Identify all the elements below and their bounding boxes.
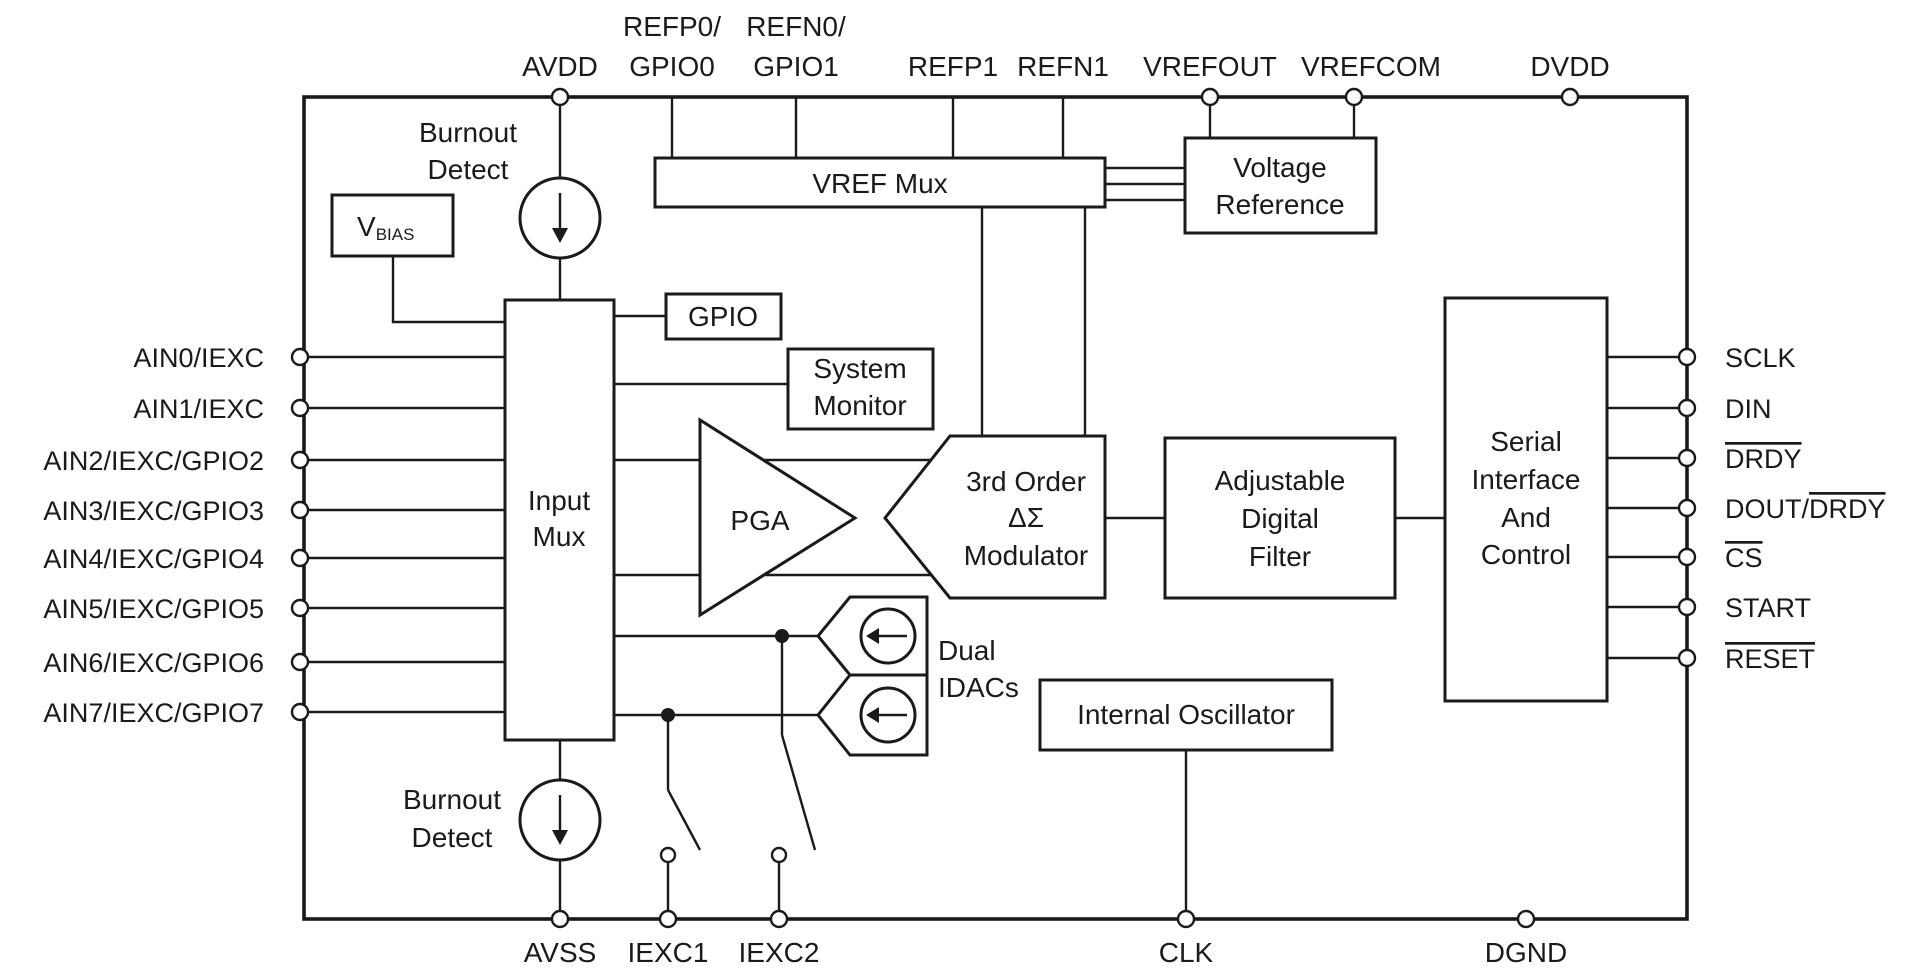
pin-drdy: DRDY	[1725, 444, 1802, 474]
pin-cs: CS	[1725, 543, 1763, 573]
pin-dvdd: DVDD	[1530, 51, 1609, 82]
dual-idacs-line1: Dual	[938, 635, 996, 666]
pin-iexc1: IEXC1	[628, 937, 709, 968]
pin-clk: CLK	[1159, 937, 1214, 968]
junction-dot	[775, 629, 789, 643]
svg-text:DOUT/DRDY: DOUT/DRDY	[1725, 494, 1886, 524]
pin-ain7: AIN7/IEXC/GPIO7	[43, 698, 264, 728]
bottom-pin-labels: AVSS IEXC1 IEXC2 CLK DGND	[524, 937, 1568, 968]
vref-mux-block: VREF Mux	[653, 156, 1107, 209]
system-monitor-line2: Monitor	[813, 390, 906, 421]
top-pin-labels: AVDD REFP0/ GPIO0 REFN0/ GPIO1 REFP1 REF…	[522, 11, 1610, 82]
modulator-block: 3rd Order ΔΣ Modulator	[883, 434, 1107, 600]
pin-ain5: AIN5/IEXC/GPIO5	[43, 594, 264, 624]
gpio-label: GPIO	[688, 301, 758, 332]
pin-markers	[290, 87, 1697, 929]
pin-dout-drdy: DRDY	[1809, 494, 1886, 524]
serial-interface-line1: Serial	[1490, 426, 1562, 457]
pin-ain6: AIN6/IEXC/GPIO6	[43, 648, 264, 678]
vref-mux-label: VREF Mux	[812, 168, 947, 199]
junction-dot	[661, 708, 675, 722]
digital-filter-line1: Adjustable	[1215, 465, 1346, 496]
pin-refp0-line1: REFP0/	[623, 11, 721, 42]
pga-block: PGA	[698, 417, 858, 618]
digital-filter-block: Adjustable Digital Filter	[1163, 436, 1397, 600]
pin-refn0-line1: REFN0/	[746, 11, 846, 42]
pin-dgnd: DGND	[1485, 937, 1567, 968]
digital-filter-line2: Digital	[1241, 503, 1319, 534]
dual-idacs-line2: IDACs	[938, 672, 1019, 703]
pin-dout: DOUT/	[1725, 494, 1809, 524]
serial-interface-line4: Control	[1481, 539, 1571, 570]
dual-idacs-block: Dual IDACs	[816, 595, 1019, 757]
pin-refn1: REFN1	[1017, 51, 1109, 82]
pin-din: DIN	[1725, 394, 1772, 424]
burnout-bottom-line2: Detect	[412, 822, 493, 853]
vbias-label: V	[357, 211, 376, 242]
burnout-detect-top: Burnout Detect	[419, 117, 602, 260]
svg-text:VBIAS: VBIAS	[357, 211, 414, 244]
pin-refp0-line2: GPIO0	[629, 51, 715, 82]
gpio-block: GPIO	[664, 292, 783, 341]
modulator-line3: Modulator	[964, 540, 1089, 571]
input-mux-line1: Input	[528, 485, 590, 516]
voltage-reference-line1: Voltage	[1233, 152, 1326, 183]
system-monitor-block: System Monitor	[786, 347, 935, 431]
pin-avss: AVSS	[524, 937, 597, 968]
burnout-top-line2: Detect	[428, 154, 509, 185]
burnout-detect-bottom: Burnout Detect	[403, 778, 602, 862]
pin-refn0-line2: GPIO1	[753, 51, 839, 82]
digital-filter-line3: Filter	[1249, 541, 1311, 572]
modulator-line2: ΔΣ	[1008, 502, 1044, 533]
serial-interface-line3: And	[1501, 502, 1551, 533]
vbias-subscript: BIAS	[376, 225, 415, 244]
serial-interface-line2: Interface	[1472, 464, 1581, 495]
pin-ain1: AIN1/IEXC	[133, 394, 264, 424]
pin-reset: RESET	[1725, 644, 1815, 674]
pin-start: START	[1725, 593, 1811, 623]
system-monitor-line1: System	[813, 353, 906, 384]
pin-sclk: SCLK	[1725, 343, 1796, 373]
serial-interface-block: Serial Interface And Control	[1443, 296, 1609, 703]
pin-iexc2: IEXC2	[739, 937, 820, 968]
voltage-reference-line2: Reference	[1215, 189, 1344, 220]
pin-vrefcom: VREFCOM	[1301, 51, 1441, 82]
pga-label: PGA	[730, 505, 789, 536]
burnout-top-line1: Burnout	[419, 117, 517, 148]
input-mux-block: Input Mux	[503, 298, 616, 742]
pin-avdd: AVDD	[522, 51, 598, 82]
pin-vrefout: VREFOUT	[1143, 51, 1277, 82]
input-mux-line2: Mux	[533, 521, 586, 552]
pin-ain2: AIN2/IEXC/GPIO2	[43, 446, 264, 476]
internal-oscillator-block: Internal Oscillator	[1038, 678, 1334, 752]
pin-ain3: AIN3/IEXC/GPIO3	[43, 496, 264, 526]
internal-oscillator-label: Internal Oscillator	[1077, 699, 1295, 730]
pin-ain4: AIN4/IEXC/GPIO4	[43, 544, 264, 574]
vbias-block: VBIAS	[330, 193, 455, 258]
left-pin-labels: AIN0/IEXC AIN1/IEXC AIN2/IEXC/GPIO2 AIN3…	[43, 343, 264, 728]
pin-ain0: AIN0/IEXC	[133, 343, 264, 373]
right-pin-labels: SCLK DIN DRDY DOUT/DRDY CS START RESET	[1725, 343, 1886, 674]
voltage-reference-block: Voltage Reference	[1183, 136, 1378, 235]
pin-refp1: REFP1	[908, 51, 998, 82]
burnout-bottom-line1: Burnout	[403, 784, 501, 815]
modulator-line1: 3rd Order	[966, 466, 1086, 497]
